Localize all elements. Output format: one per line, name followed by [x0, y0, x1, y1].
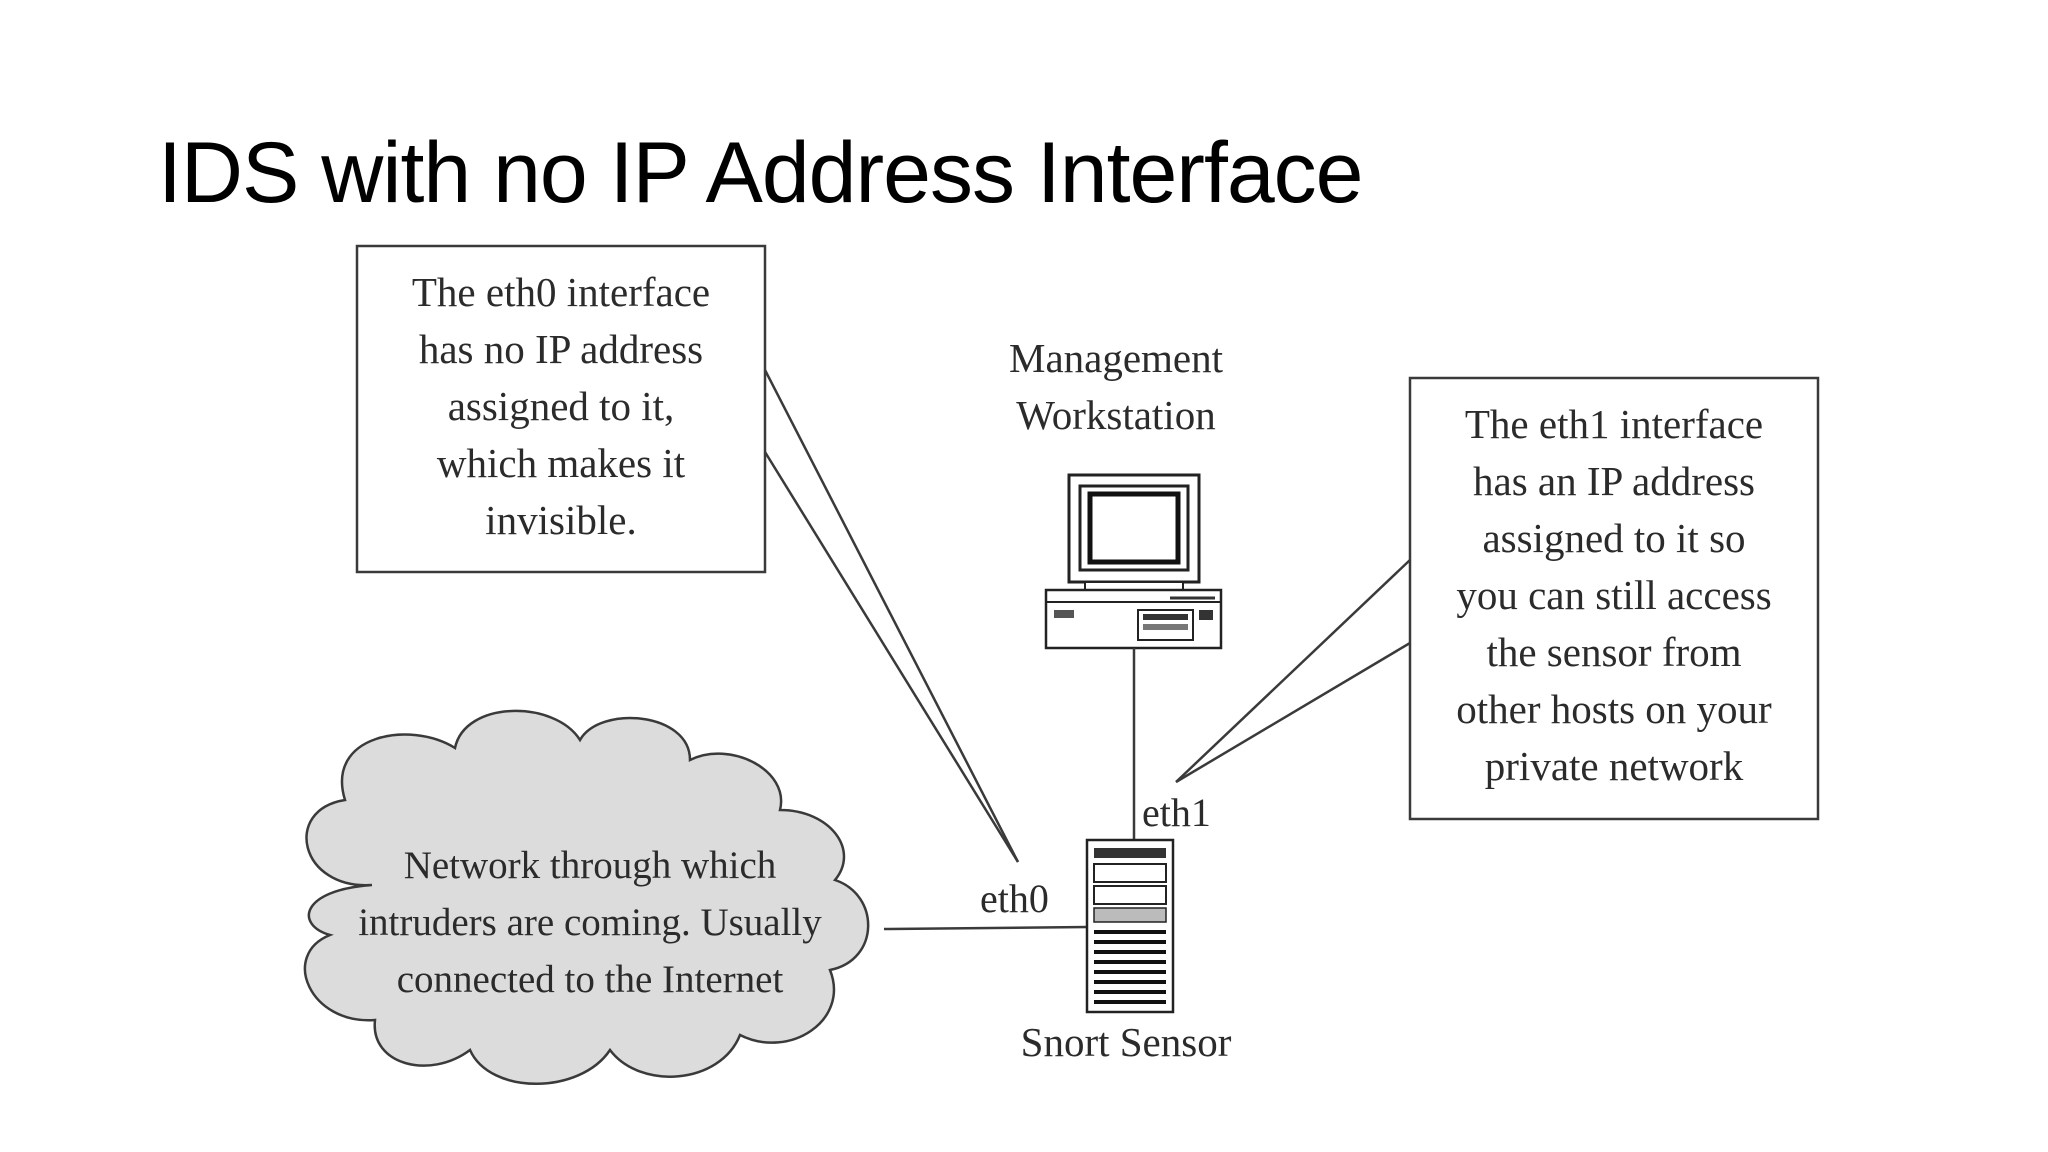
callout-eth0-line-4: which makes it — [437, 440, 686, 486]
callout-eth0-pointer-upper — [763, 369, 1020, 863]
eth1-label: eth1 — [1142, 790, 1211, 835]
callout-eth1-line-2: has an IP address — [1473, 458, 1755, 504]
slide-title: IDS with no IP Address Interface — [158, 125, 1364, 221]
cloud-to-sensor-link — [883, 925, 1089, 931]
cloud-line-3: connected to the Internet — [397, 958, 784, 1001]
workstation-label-line-2: Workstation — [1016, 392, 1215, 438]
desktop-case-icon — [1044, 588, 1223, 650]
callout-eth0-box — [355, 244, 767, 574]
cloud-line-2: intruders are coming. Usually — [358, 901, 822, 944]
callout-eth1-line-7: private network — [1485, 743, 1744, 789]
callout-eth0-line-3: assigned to it, — [448, 383, 675, 429]
callout-eth0-line-5: invisible. — [485, 497, 636, 543]
callout-eth1-line-3: assigned to it so — [1482, 515, 1745, 561]
cloud-group: Network through which intruders are comi… — [303, 709, 870, 1085]
snort-sensor: Snort Sensor — [1021, 838, 1232, 1065]
cloud-line-1: Network through which — [404, 844, 777, 887]
callout-eth1-pointer-lower — [1175, 641, 1411, 784]
callout-eth1-pointer-upper — [1175, 559, 1411, 783]
callout-eth0-line-2: has no IP address — [419, 326, 703, 372]
callout-eth1-box — [1408, 376, 1820, 821]
cloud-outline — [303, 709, 870, 1085]
callout-eth1-line-5: the sensor from — [1486, 629, 1741, 675]
server-tower-icon — [1085, 838, 1175, 1014]
monitor-icon — [1067, 473, 1201, 591]
sensor-label: Snort Sensor — [1021, 1019, 1232, 1065]
callout-eth0-line-1: The eth0 interface — [412, 269, 710, 315]
workstation-label-line-1: Management — [1009, 335, 1224, 381]
callout-eth1: The eth1 interface has an IP address ass… — [1175, 376, 1820, 821]
callout-eth0: The eth0 interface has no IP address ass… — [355, 244, 1020, 863]
management-workstation: Management Workstation — [1009, 335, 1224, 845]
callout-eth1-line-4: you can still access — [1456, 572, 1771, 618]
callout-eth0-pointer-lower — [763, 451, 1020, 863]
callout-eth1-line-6: other hosts on your — [1456, 686, 1772, 732]
callout-eth1-line-1: The eth1 interface — [1465, 401, 1763, 447]
eth0-label: eth0 — [980, 876, 1049, 921]
